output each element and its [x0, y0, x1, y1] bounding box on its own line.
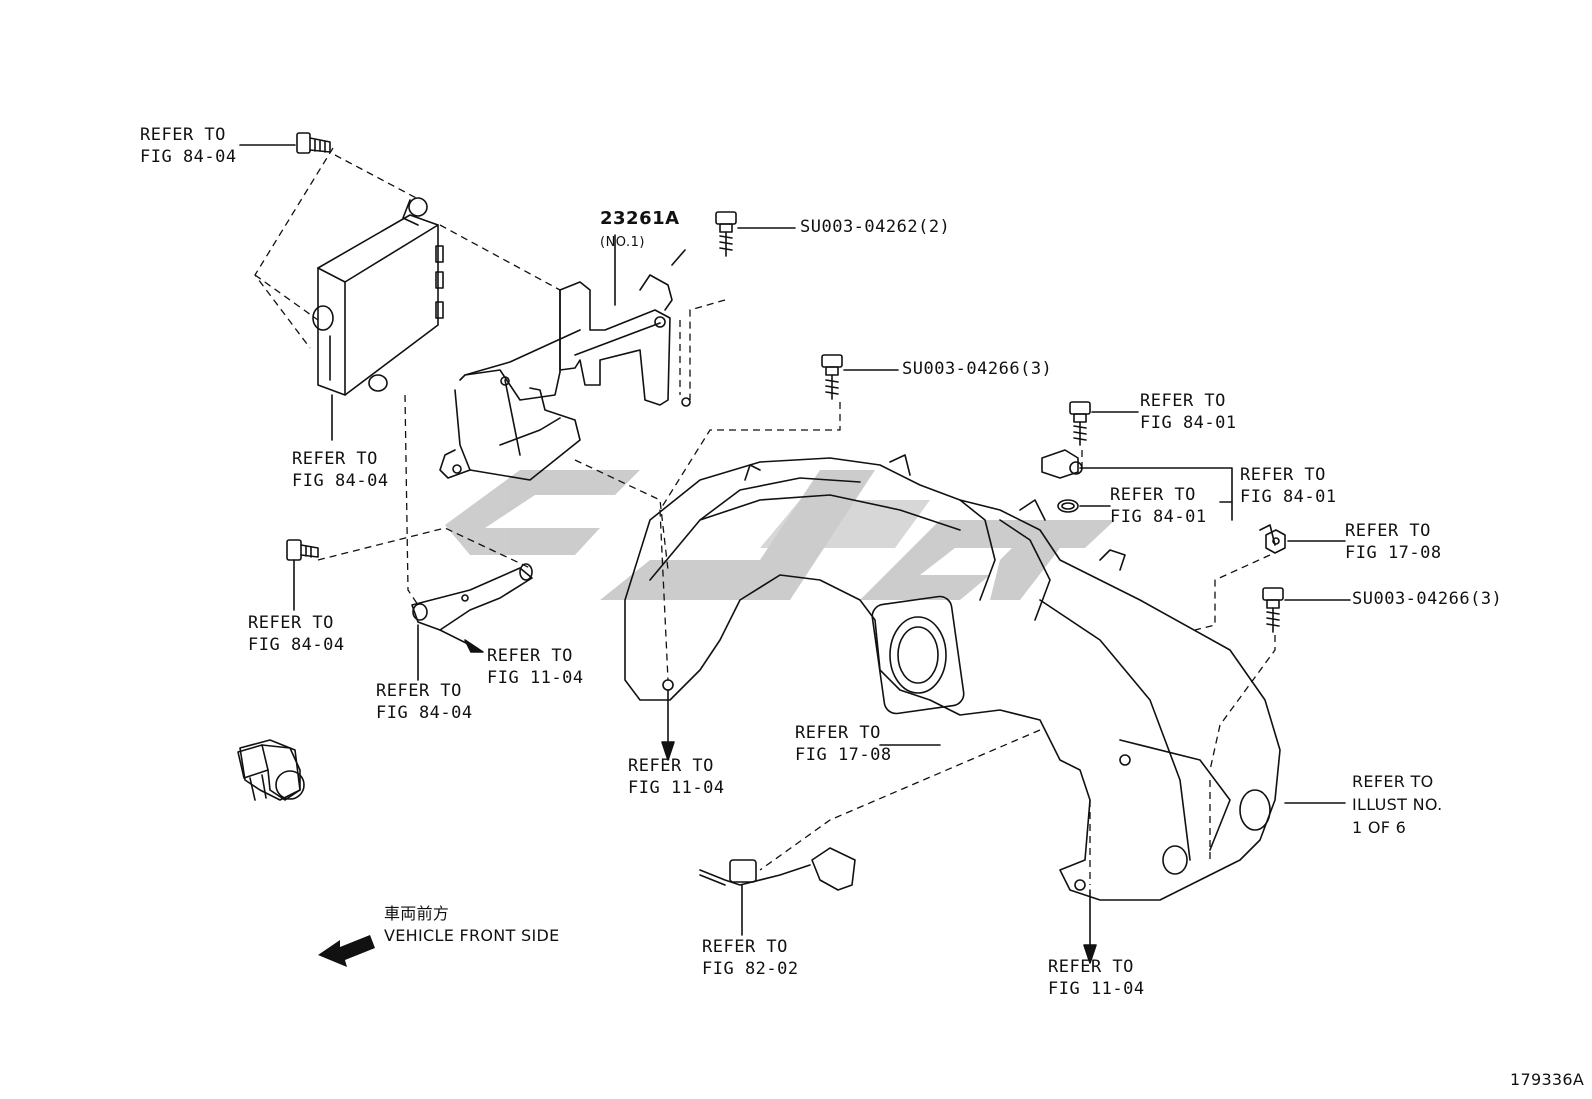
refer-label-84-01-sensor[interactable]: REFER TO FIG 84-01 [1240, 464, 1337, 508]
bolt-top-left [296, 132, 331, 154]
intake-manifold [624, 454, 1281, 901]
label-line: FIG 84-04 [292, 471, 389, 491]
clamp-bracket [411, 563, 533, 631]
label-line: FIG 84-04 [140, 147, 237, 167]
label-line: FIG 84-04 [376, 703, 473, 723]
vehicle-front-label-jp: 車両前方 [384, 904, 450, 923]
label-line: REFER TO [1110, 485, 1196, 505]
bolt-su003-04262 [715, 211, 737, 257]
label-line: ILLUST NO. [1352, 795, 1443, 814]
label-line: REFER TO [140, 125, 226, 145]
ecu-box [312, 197, 444, 396]
illustration-id: 179336A [1510, 1070, 1585, 1089]
clamp-arrow [439, 629, 484, 653]
label-line: 1 OF 6 [1352, 818, 1407, 837]
refer-label-11-04-bottom[interactable]: REFER TO FIG 11-04 [1048, 956, 1145, 1000]
label-line: REFER TO [702, 937, 788, 957]
refer-label-17-08-vsv[interactable]: REFER TO FIG 17-08 [795, 722, 892, 766]
label-line: REFER TO [1345, 521, 1431, 541]
o-ring [1057, 499, 1079, 513]
label-line: REFER TO [1048, 957, 1134, 977]
pressure-sensor [1041, 449, 1083, 479]
vsv-valve [239, 739, 301, 801]
label-line: REFER TO [376, 681, 462, 701]
label-line: REFER TO [1352, 772, 1434, 791]
bolt-su003-04266-top [821, 354, 843, 400]
down-arrow-bottom [1083, 889, 1097, 964]
label-line: FIG 84-04 [248, 635, 345, 655]
label-line: REFER TO [1140, 391, 1226, 411]
label-line: REFER TO [292, 449, 378, 469]
part-sub-label: (NO.1) [600, 235, 645, 250]
refer-label-84-04-bolt-left[interactable]: REFER TO FIG 84-04 [248, 612, 345, 656]
refer-label-17-08-nut[interactable]: REFER TO FIG 17-08 [1345, 520, 1442, 564]
refer-label-84-01-oring[interactable]: REFER TO FIG 84-01 [1110, 484, 1207, 528]
label-line: FIG 17-08 [795, 745, 892, 765]
refer-label-84-04-top[interactable]: REFER TO FIG 84-04 [140, 124, 237, 168]
refer-label-11-04-clamp[interactable]: REFER TO FIG 11-04 [487, 645, 584, 689]
part-number-label[interactable]: 23261A [600, 208, 680, 229]
down-arrow-manifold [661, 689, 675, 761]
bolt-84-01 [1069, 401, 1091, 446]
vehicle-front-arrow [318, 935, 375, 967]
bolt-left [286, 539, 319, 561]
watermark-logo [445, 470, 1115, 600]
bolt-label-su003-04262[interactable]: SU003-04262(2) [800, 217, 951, 237]
bracket-23261a [439, 249, 691, 481]
label-line: REFER TO [248, 613, 334, 633]
refer-label-11-04-manifold[interactable]: REFER TO FIG 11-04 [628, 755, 725, 799]
bolt-label-su003-04266-top[interactable]: SU003-04266(3) [902, 359, 1053, 379]
label-line: REFER TO [1240, 465, 1326, 485]
label-line: REFER TO [487, 646, 573, 666]
label-line: FIG 11-04 [628, 778, 725, 798]
label-line: FIG 11-04 [1048, 979, 1145, 999]
refer-label-84-04-ecu[interactable]: REFER TO FIG 84-04 [292, 448, 389, 492]
label-line: FIG 82-02 [702, 959, 799, 979]
label-line: FIG 17-08 [1345, 543, 1442, 563]
refer-label-84-04-clamp[interactable]: REFER TO FIG 84-04 [376, 680, 473, 724]
label-line: FIG 11-04 [487, 668, 584, 688]
refer-label-82-02[interactable]: REFER TO FIG 82-02 [702, 936, 799, 980]
label-line: FIG 84-01 [1110, 507, 1207, 527]
sensor-harness [699, 847, 856, 891]
label-line: FIG 84-01 [1240, 487, 1337, 507]
bolt-su003-04266-right [1262, 587, 1284, 633]
refer-label-84-01-bolt[interactable]: REFER TO FIG 84-01 [1140, 390, 1237, 434]
nut-17-08 [1265, 529, 1286, 554]
vehicle-front-label-en: VEHICLE FRONT SIDE [384, 926, 560, 945]
label-line: REFER TO [628, 756, 714, 776]
label-line: REFER TO [795, 723, 881, 743]
label-line: FIG 84-01 [1140, 413, 1237, 433]
bolt-label-su003-04266-right[interactable]: SU003-04266(3) [1352, 589, 1503, 609]
refer-label-illust[interactable]: REFER TO ILLUST NO. 1 OF 6 [1352, 770, 1442, 839]
